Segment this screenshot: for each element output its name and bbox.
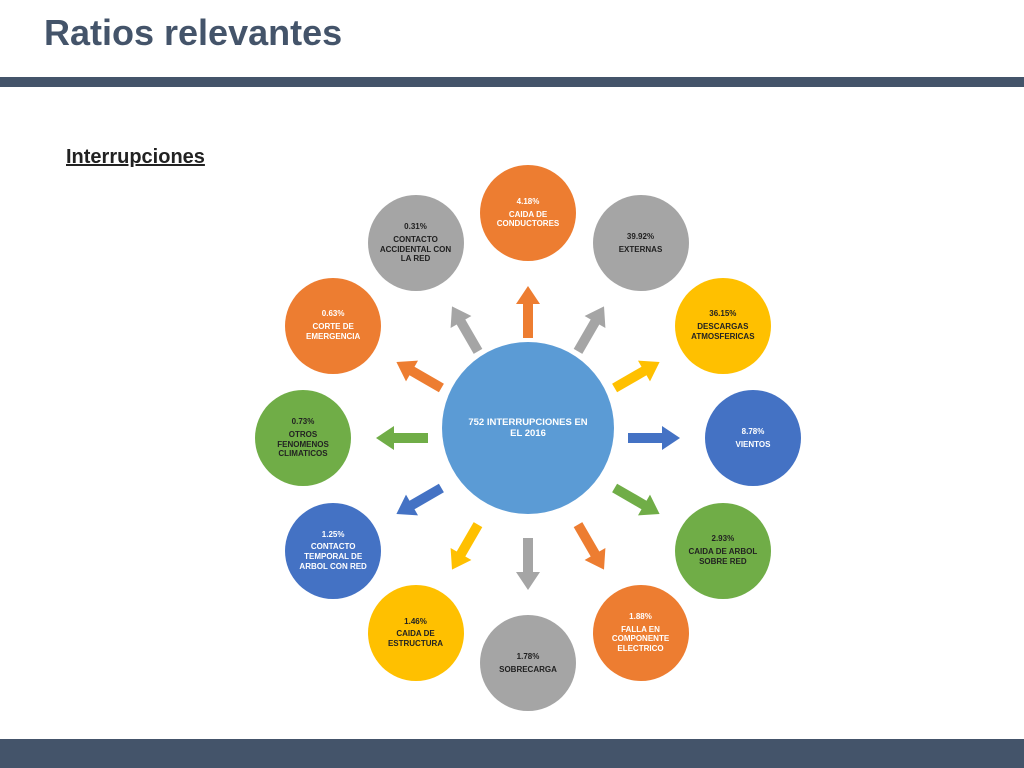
node-percent: 4.18% bbox=[516, 196, 540, 206]
node-label: CORTE DE EMERGENCIA bbox=[306, 322, 361, 341]
node-label: DESCARGAS ATMOSFERICAS bbox=[691, 322, 755, 341]
node-percent: 0.63% bbox=[321, 309, 345, 319]
arrow-4 bbox=[628, 426, 680, 450]
node-percent: 2.93% bbox=[711, 534, 735, 544]
node-label: FALLA EN COMPONENTE ELECTRICO bbox=[611, 624, 670, 654]
node-contacto-temporal-de-arbol: 1.25% CONTACTO TEMPORAL DE ARBOL CON RED bbox=[285, 502, 382, 599]
arrow-6 bbox=[573, 522, 606, 570]
node-label: SOBRECARGA bbox=[499, 664, 557, 674]
arrow-3 bbox=[612, 360, 660, 393]
slide-title: Ratios relevantes bbox=[44, 12, 343, 53]
node-label: EXTERNAS bbox=[618, 244, 663, 254]
node-percent: 36.15% bbox=[709, 309, 737, 319]
footer-bar bbox=[0, 739, 1024, 768]
node-label: CONTACTO TEMPORAL DE ARBOL CON RED bbox=[299, 542, 367, 571]
node-percent: 1.88% bbox=[629, 611, 652, 621]
arrow-2 bbox=[573, 306, 606, 354]
title-divider bbox=[0, 77, 1024, 87]
node-descargas-atmosfericas: 36.15% DESCARGAS ATMOSFERICAS bbox=[674, 277, 771, 374]
node-label: OTROS FENOMENOS CLIMATICOS bbox=[277, 429, 329, 459]
node-corte-de-emergencia: 0.63% CORTE DE EMERGENCIA bbox=[285, 277, 382, 374]
node-percent: 0.31% bbox=[404, 222, 427, 232]
node-falla-en-componente-electrico: 1.88% FALLA EN COMPONENTE ELECTRICO bbox=[592, 584, 689, 681]
arrow-10 bbox=[376, 426, 428, 450]
node-contacto-accidental-con-la-red: 0.31% CONTACTO ACCIDENTAL CON LA RED bbox=[367, 195, 464, 292]
center-label: 752 INTERRUPCIONES EN EL 2016 bbox=[468, 416, 588, 439]
node-percent: 1.46% bbox=[404, 616, 427, 626]
arrow-11 bbox=[396, 360, 444, 393]
node-caida-de-estructura: 1.46% CAIDA DE ESTRUCTURA bbox=[367, 584, 464, 681]
arrow-1 bbox=[516, 286, 540, 338]
center-node: 752 INTERRUPCIONES EN EL 2016 bbox=[442, 342, 614, 514]
node-percent: 1.25% bbox=[321, 529, 345, 539]
arrow-12 bbox=[450, 306, 483, 354]
node-caida-de-arbol-sobre-red: 2.93% CAIDA DE ARBOL SOBRE RED bbox=[674, 502, 771, 599]
node-label: CAIDA DE CONDUCTORES bbox=[496, 209, 560, 229]
node-label: VIENTOS bbox=[735, 439, 771, 449]
node-label: CONTACTO ACCIDENTAL CON LA RED bbox=[379, 234, 452, 264]
node-externas: 39.92% EXTERNAS bbox=[592, 195, 689, 292]
node-label: CAIDA DE ARBOL SOBRE RED bbox=[688, 547, 758, 566]
node-otros-fenomenos-climaticos: 0.73% OTROS FENOMENOS CLIMATICOS bbox=[255, 390, 351, 486]
arrow-9 bbox=[396, 483, 444, 516]
node-caida-de-conductores: 4.18% CAIDA DE CONDUCTORES bbox=[480, 165, 576, 261]
section-heading: Interrupciones bbox=[66, 146, 205, 168]
arrow-8 bbox=[450, 522, 483, 570]
node-label: CAIDA DE ESTRUCTURA bbox=[387, 629, 444, 649]
arrow-7 bbox=[516, 538, 540, 590]
node-percent: 0.73% bbox=[291, 417, 315, 426]
node-sobrecarga: 1.78% SOBRECARGA bbox=[480, 615, 576, 711]
arrow-5 bbox=[612, 483, 660, 516]
node-percent: 39.92% bbox=[626, 231, 655, 241]
node-vientos: 8.78% VIENTOS bbox=[705, 390, 801, 486]
node-percent: 8.78% bbox=[741, 426, 765, 436]
node-percent: 1.78% bbox=[516, 651, 540, 661]
